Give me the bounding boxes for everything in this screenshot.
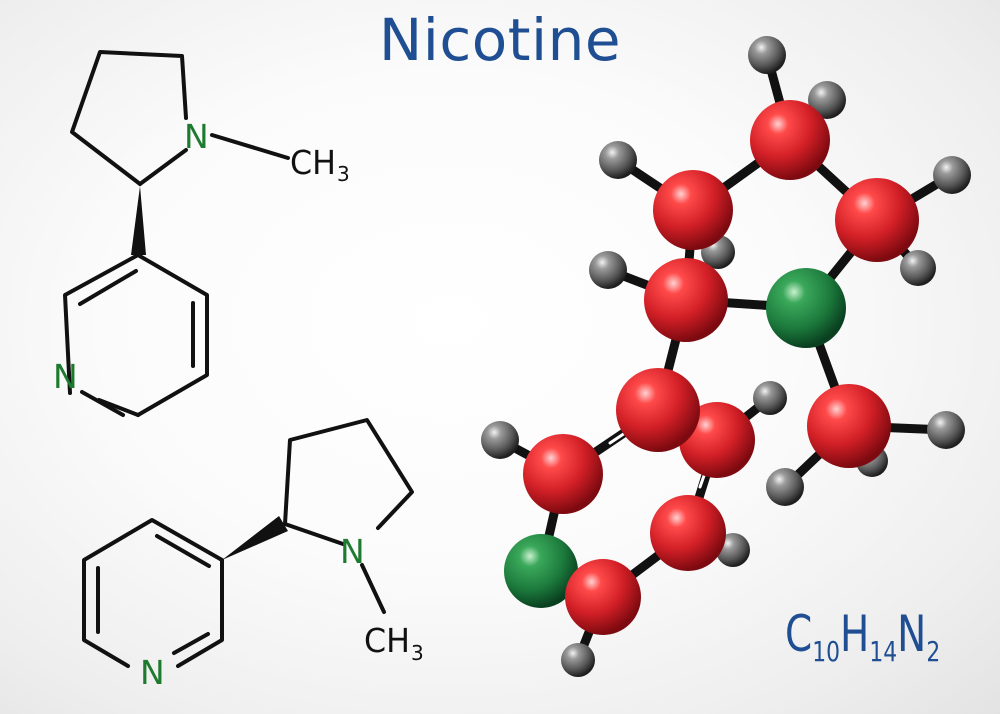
skeletal-structure-top	[63, 50, 290, 417]
carbon-atom	[653, 170, 733, 250]
methyl-subscript-top: 3	[337, 162, 350, 186]
hydrogen-atom	[753, 381, 787, 415]
carbon-atom	[644, 258, 728, 342]
carbon-atom	[807, 384, 891, 468]
methyl-label-top: CH	[290, 143, 336, 182]
carbon-atom	[616, 368, 700, 452]
wedge-bond-top	[131, 186, 146, 255]
pyridine-ring-bottom	[82, 518, 224, 668]
nitrogen-label-top-pyridine: N	[53, 357, 78, 396]
hydrogen-atom	[766, 468, 804, 506]
carbon-atom	[650, 495, 726, 571]
pyridine-ring-top	[63, 253, 209, 417]
carbon-atom	[565, 559, 641, 635]
formula-hydrogen: H	[840, 605, 870, 663]
formula-nitrogen: N	[897, 605, 927, 663]
bond-n-methyl-top	[210, 133, 290, 160]
formula-carbon: C	[785, 605, 813, 663]
hydrogen-atom	[748, 36, 786, 74]
nitrogen-atom	[504, 534, 578, 608]
hydrogen-atom	[933, 156, 971, 194]
carbon-atom	[750, 100, 830, 180]
formula-carbon-count: 10	[812, 635, 841, 668]
carbon-atom	[835, 178, 919, 262]
double-bond-top-3	[97, 398, 140, 417]
hydrogen-atom	[599, 141, 637, 179]
double-bond-bottom-3	[172, 632, 210, 655]
bond-n-methyl-bottom	[360, 563, 386, 614]
page-title: Nicotine	[378, 6, 622, 74]
hydrogen-atom	[808, 81, 846, 119]
hydrogen-atom	[561, 643, 595, 677]
nitrogen-label-top-ring: N	[184, 117, 209, 156]
carbon-atom	[523, 434, 603, 514]
bond-c-n-top	[138, 148, 188, 186]
double-bond-top-1	[78, 269, 138, 306]
hydrogen-atom	[927, 411, 965, 449]
bond-c-n-bottom	[283, 522, 345, 546]
methyl-subscript-bottom: 3	[411, 641, 424, 665]
methyl-label-bottom: CH	[364, 621, 410, 660]
hydrogen-atom	[900, 250, 936, 286]
double-bond-bottom-2	[155, 534, 211, 568]
nitrogen-atom	[766, 268, 846, 348]
formula-hydrogen-count: 14	[869, 635, 898, 668]
ball-and-stick-model	[481, 36, 971, 677]
wedge-bond-bottom	[222, 516, 288, 560]
skeletal-structure-bottom	[82, 418, 414, 668]
hydrogen-atom	[589, 251, 627, 289]
molecular-formula: C10H14N2	[785, 605, 940, 668]
nitrogen-label-bottom-pyridine: N	[140, 653, 165, 692]
pyrrolidine-ring-bottom	[283, 418, 414, 530]
pyrrolidine-ring-top	[70, 50, 188, 186]
formula-nitrogen-count: 2	[926, 635, 941, 668]
hydrogen-atom	[481, 421, 519, 459]
nitrogen-label-bottom-ring: N	[340, 532, 365, 571]
